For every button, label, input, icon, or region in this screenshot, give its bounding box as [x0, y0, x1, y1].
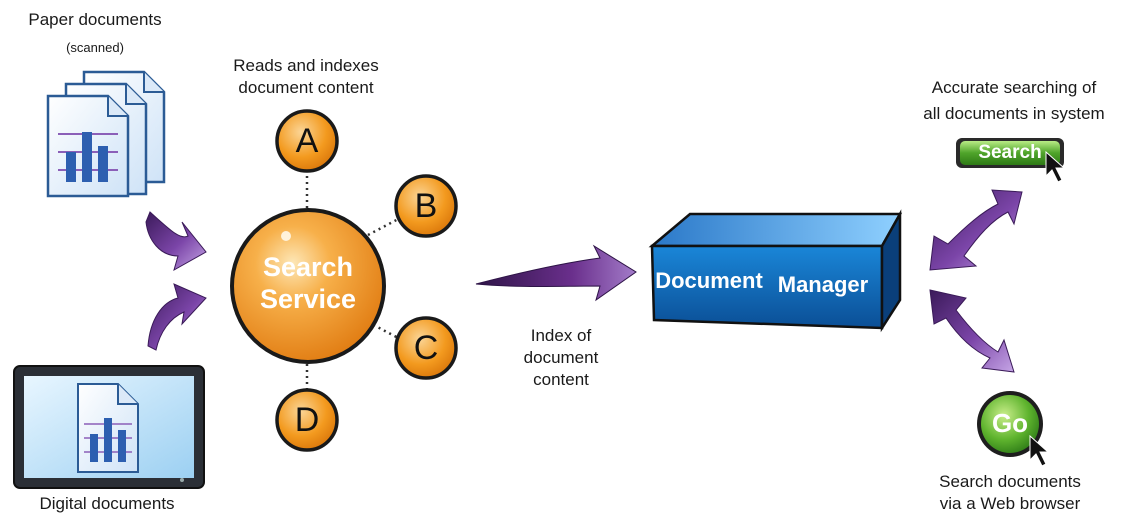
reads-indexes-line2: document content: [238, 78, 374, 97]
index-label-line3: content: [533, 370, 589, 389]
node-b: [394, 174, 458, 238]
node-d: [275, 388, 339, 452]
search-service-label-line1: Search: [262, 252, 354, 282]
go-button[interactable]: [977, 391, 1043, 457]
node-d-label: D: [294, 401, 320, 439]
node-a-label: A: [295, 122, 319, 160]
document-manager-label-word2: Manager: [777, 272, 869, 297]
search-service-node: [230, 208, 386, 364]
search-cursor-icon: [1045, 150, 1066, 183]
browser-search-line1: Search documents: [939, 472, 1081, 491]
document-manager-label-word1: Document: [655, 268, 763, 293]
index-label-line2: document: [523, 348, 599, 367]
paper-documents-sublabel: (scanned): [66, 40, 124, 55]
go-cursor-icon: [1029, 434, 1050, 467]
node-b-label: B: [414, 187, 438, 225]
index-arrow: [475, 244, 637, 302]
accurate-searching-line1: Accurate searching of: [931, 78, 1097, 97]
search-link-arrow: [929, 189, 1023, 271]
index-label-line1: Index of: [530, 326, 592, 345]
digital-to-service-arrow: [147, 283, 207, 351]
paper-to-service-arrow: [145, 211, 207, 272]
reads-indexes-line1: Reads and indexes: [233, 56, 379, 75]
paper-documents-label: Paper documents: [28, 10, 162, 29]
digital-documents-label: Digital documents: [39, 494, 175, 513]
node-c-label: C: [413, 329, 439, 367]
search-button[interactable]: [956, 138, 1064, 168]
paper-documents-icon: [46, 70, 166, 198]
document-manager-box: [648, 209, 903, 333]
digital-documents-icon: [13, 365, 205, 489]
search-service-label-line2: Service: [259, 284, 357, 314]
node-c: [394, 316, 458, 380]
browser-search-line2: via a Web browser: [939, 494, 1081, 513]
go-link-arrow: [929, 289, 1015, 373]
node-a: [275, 109, 339, 173]
accurate-searching-line2: all documents in system: [923, 104, 1105, 123]
search-button-label: Search: [978, 142, 1042, 163]
go-button-label: Go: [991, 408, 1029, 438]
